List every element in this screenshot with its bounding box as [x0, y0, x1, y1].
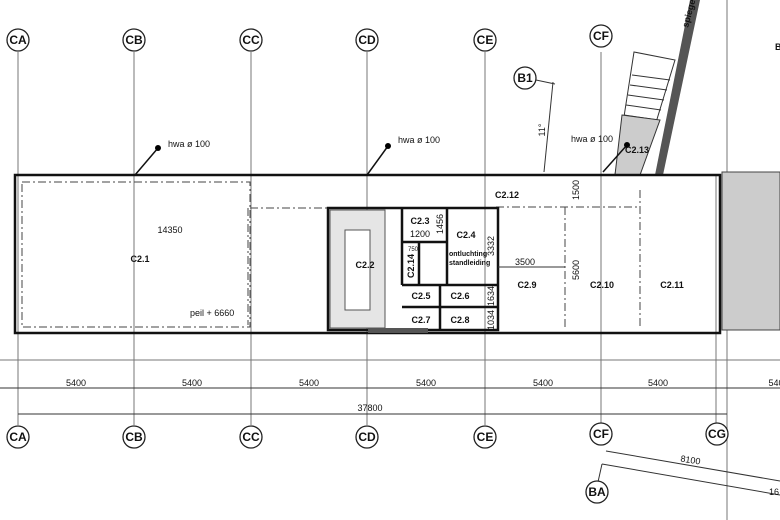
- rainwater-pipe-3: [602, 142, 630, 173]
- grid-bubble-CB-bottom: CB: [122, 425, 146, 449]
- room-C2.3: C2.3: [410, 216, 429, 226]
- total-dim: 37800: [357, 403, 382, 413]
- grid-bubble-CC-top: CC: [239, 28, 263, 52]
- dim-1456: 1456: [435, 214, 445, 234]
- svg-text:CF: CF: [593, 29, 609, 43]
- grid-bubble-CC-bottom: CC: [239, 425, 263, 449]
- grid-bubble-CB-top: CB: [122, 28, 146, 52]
- room-C2.14: C2.14: [406, 254, 416, 278]
- dim-1034: 1034: [486, 310, 496, 330]
- room-C2.8: C2.8: [450, 315, 469, 325]
- core-walls: [326, 206, 500, 333]
- room-C2.2: C2.2: [355, 260, 374, 270]
- dim-1634: 1634: [486, 286, 496, 306]
- bay-dim-5: 5400: [533, 378, 553, 388]
- dim-3332: 3332: [486, 236, 496, 256]
- svg-text:CE: CE: [477, 33, 494, 47]
- hwa-label-3: hwa ø 100: [571, 134, 613, 144]
- grid-bubble-CF-bottom: CF: [589, 422, 613, 446]
- svg-text:CD: CD: [358, 430, 376, 444]
- svg-text:CE: CE: [477, 430, 494, 444]
- bay-dim-2: 5400: [182, 378, 202, 388]
- angle-label: 11°: [537, 123, 547, 136]
- svg-text:CB: CB: [125, 430, 143, 444]
- room-C2.4: C2.4: [456, 230, 475, 240]
- room-C2.5: C2.5: [411, 291, 430, 301]
- dim-5600: 5600: [571, 260, 581, 280]
- grid-bubble-CF-top: CF: [589, 24, 613, 48]
- room-C2.1: C2.1: [130, 254, 149, 264]
- grid-bubble-CD-top: CD: [355, 28, 379, 52]
- ventilation-label-1: ontluchting: [449, 251, 487, 258]
- room-C2.7: C2.7: [411, 315, 430, 325]
- grid-bubble-CE-top: CE: [473, 28, 497, 52]
- hwa-label-1: hwa ø 100: [168, 139, 210, 149]
- grid-bubble-BA: BA: [585, 480, 609, 504]
- bay-dim-4: 5400: [416, 378, 436, 388]
- rainwater-pipe-2: [366, 143, 391, 176]
- room-C2.6: C2.6: [450, 291, 469, 301]
- b-label: B: [775, 42, 780, 52]
- level-label: peil + 6660: [190, 308, 234, 318]
- ventilation-label-2: standleiding: [449, 260, 490, 267]
- svg-text:CF: CF: [593, 427, 609, 441]
- bay-dim-1: 5400: [66, 378, 86, 388]
- svg-text:CG: CG: [708, 427, 726, 441]
- svg-text:CC: CC: [242, 430, 260, 444]
- room-C2.10: C2.10: [590, 280, 614, 290]
- svg-text:CB: CB: [125, 33, 143, 47]
- svg-text:CA: CA: [9, 33, 27, 47]
- room-C2.13: C2.13: [625, 145, 649, 155]
- room-C2.9: C2.9: [517, 280, 536, 290]
- external-stair: [614, 0, 700, 176]
- svg-text:B1: B1: [517, 71, 533, 85]
- dim-750: 750: [408, 247, 419, 253]
- dim-14350: 14350: [157, 225, 182, 235]
- grid-bubble-CD-bottom: CD: [355, 425, 379, 449]
- grid-bubble-CA-top: CA: [6, 28, 30, 52]
- grid-bubble-B1: B1: [513, 66, 537, 90]
- svg-text:CD: CD: [358, 33, 376, 47]
- rainwater-pipe-1: [134, 145, 161, 176]
- bay-dim-3: 5400: [299, 378, 319, 388]
- hwa-label-2: hwa ø 100: [398, 135, 440, 145]
- dim-1500: 1500: [571, 180, 581, 200]
- room-C2.12: C2.12: [495, 190, 519, 200]
- grid-bubble-CG-bottom: CG: [705, 422, 729, 446]
- diag-dim-8100: 8100: [680, 454, 701, 467]
- svg-text:BA: BA: [588, 485, 606, 499]
- diag-dim-16: 16: [769, 487, 779, 497]
- bay-dim-partial: 540: [768, 378, 780, 388]
- room-C2.11: C2.11: [660, 280, 684, 290]
- svg-text:CA: CA: [9, 430, 27, 444]
- hatched-zone: [721, 171, 780, 331]
- grid-bubble-CE-bottom: CE: [473, 425, 497, 449]
- svg-text:CC: CC: [242, 33, 260, 47]
- dim-1200: 1200: [410, 229, 430, 239]
- bay-dim-6: 5400: [648, 378, 668, 388]
- grid-bubble-CA-bottom: CA: [6, 425, 30, 449]
- dim-3500: 3500: [515, 257, 535, 267]
